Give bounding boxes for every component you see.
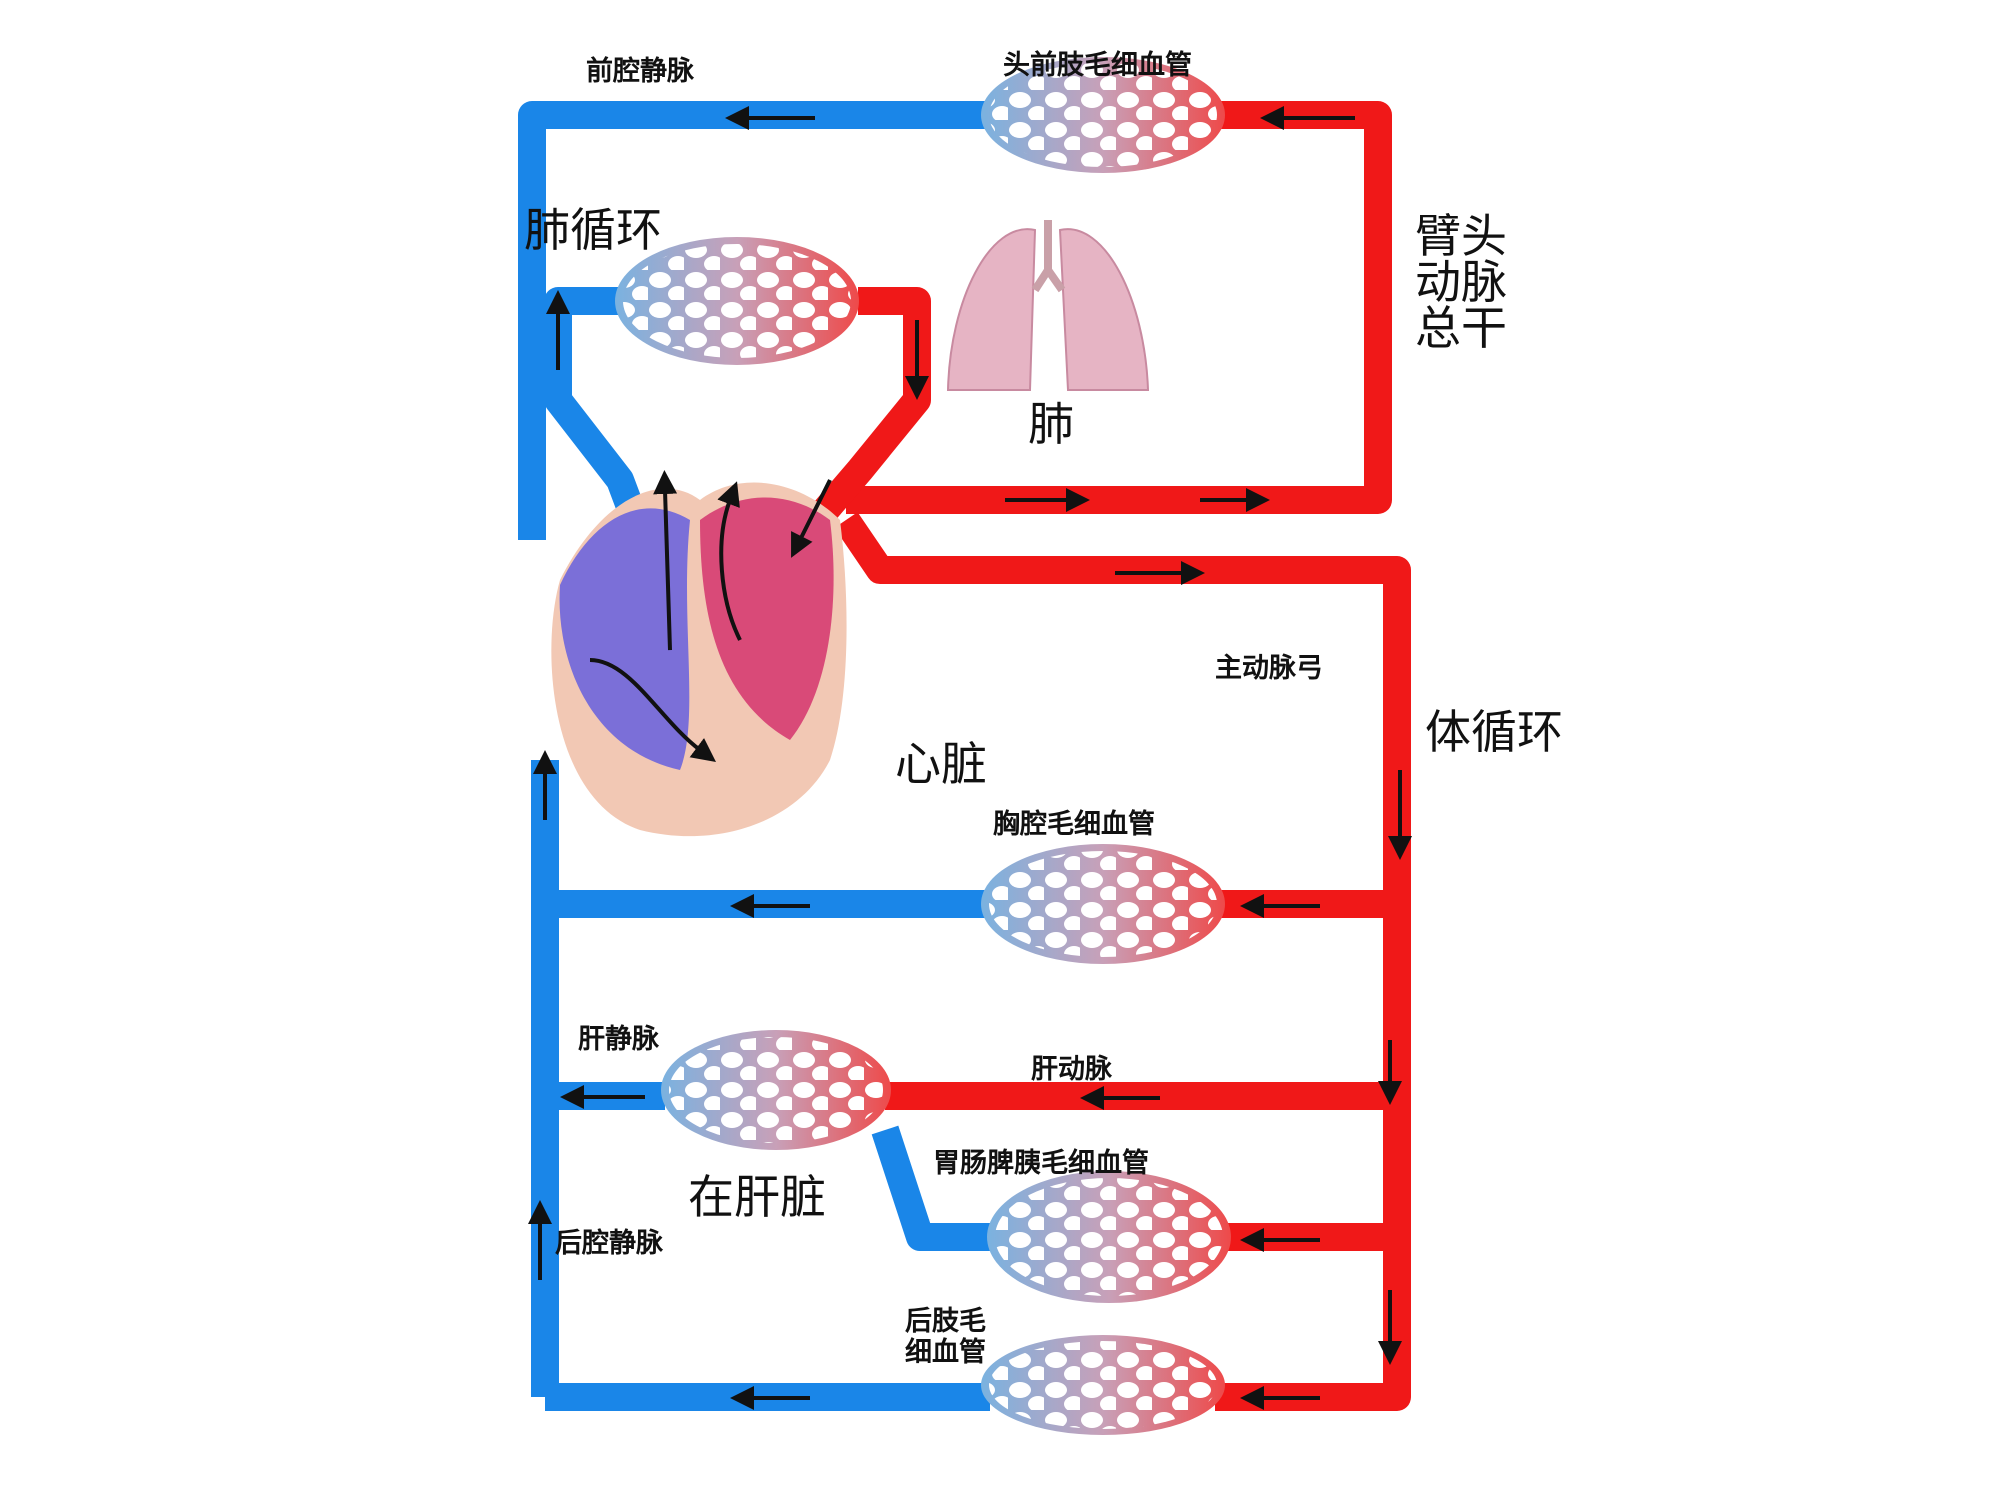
label-systemic-circulation: 体循环 <box>1425 705 1563 759</box>
lung-capillary <box>615 237 859 365</box>
liver-capillary <box>661 1030 891 1150</box>
label-lung: 肺 <box>1028 397 1074 451</box>
label-pulmonary-circulation: 肺循环 <box>524 203 662 257</box>
label-in-liver: 在肝脏 <box>688 1170 826 1224</box>
label-thoracic-capillaries: 胸腔毛细血管 <box>993 808 1155 840</box>
label-head-forelimb-capillaries: 头前肢毛细血管 <box>1003 49 1192 81</box>
label-brachiocephalic-trunk-line1: 臂头 <box>1415 209 1507 263</box>
label-hindlimb-capillaries-line1: 后肢毛 <box>905 1306 986 1337</box>
capillary-beds <box>615 57 1231 1435</box>
heart-illustration <box>551 470 847 837</box>
label-gi-capillaries: 胃肠脾胰毛细血管 <box>933 1147 1149 1179</box>
label-hepatic-artery: 肝动脉 <box>1031 1054 1113 1085</box>
pulmonary-vein <box>789 287 931 550</box>
label-aortic-arch: 主动脉弓 <box>1215 653 1323 684</box>
flow-arrows <box>528 106 1412 1410</box>
label-brachiocephalic-trunk-line3: 总干 <box>1415 301 1507 355</box>
label-heart: 心脏 <box>895 737 987 791</box>
head-forelimb-capillary <box>981 57 1225 173</box>
anterior-vena-cava-vessel <box>518 101 990 540</box>
label-anterior-vena-cava: 前腔静脉 <box>586 55 695 87</box>
label-posterior-vena-cava: 后腔静脉 <box>555 1228 664 1259</box>
brachiocephalic-vessel <box>846 101 1392 514</box>
gi-capillary <box>987 1171 1231 1303</box>
aorta-vessel <box>834 512 1411 1411</box>
lungs-illustration <box>946 220 1150 391</box>
label-brachiocephalic-trunk-line2: 动脉 <box>1415 255 1507 309</box>
labels: 前腔静脉 头前肢毛细血管 肺循环 肺 臂头 动脉 总干 主动脉弓 体循环 心脏 … <box>524 49 1563 1368</box>
thoracic-capillary <box>981 844 1225 964</box>
portal-vein <box>871 1125 990 1251</box>
label-hindlimb-capillaries-line2: 细血管 <box>905 1336 986 1368</box>
hindlimb-capillary <box>981 1335 1225 1435</box>
label-hepatic-vein: 肝静脉 <box>578 1024 660 1055</box>
